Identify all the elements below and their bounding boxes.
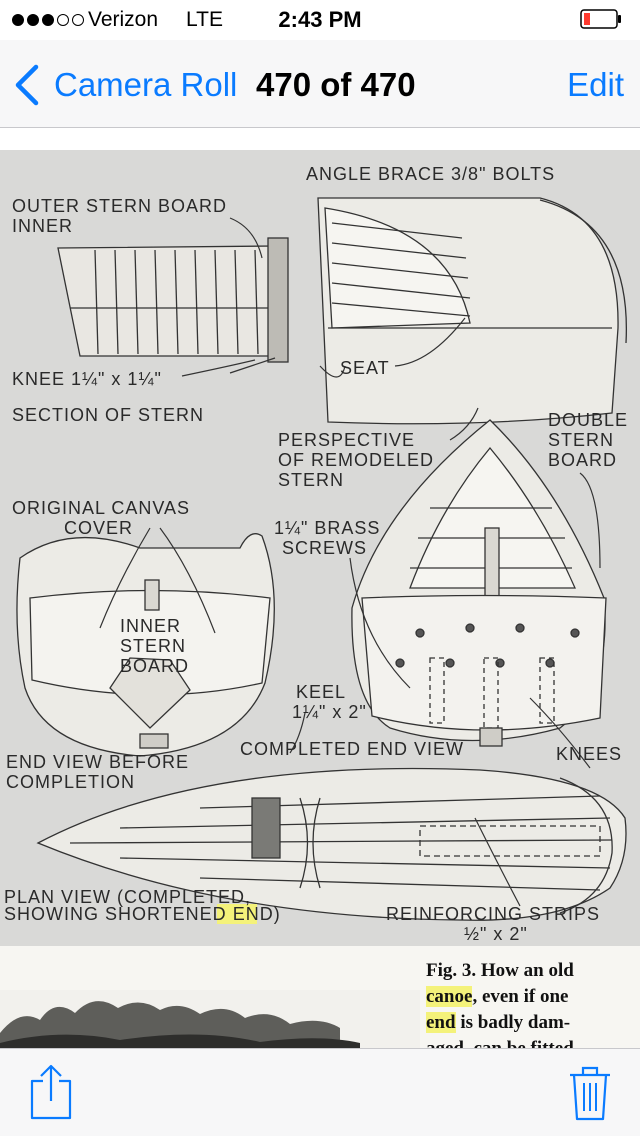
diagram-label-keel-1: KEEL [296, 682, 346, 702]
network-type: LTE [186, 8, 223, 31]
bottom-toolbar [0, 1048, 640, 1136]
diagram-label-original-2: COVER [64, 518, 133, 538]
diagram-label-inner: INNER [12, 216, 73, 236]
diagram-label-reinforcing-2: ½" x 2" [464, 924, 528, 944]
chevron-left-icon [15, 64, 39, 106]
diagram-label-keel-2: 1¼" x 2" [292, 702, 367, 722]
diagram-label-perspective-2: OF REMODELED [278, 450, 434, 470]
diagram-label-reinforcing-1: REINFORCING STRIPS [386, 904, 600, 924]
diagram-label-inner-stern-1: INNER [120, 616, 181, 636]
diagram-label-knees: KNEES [556, 744, 622, 764]
photo-view[interactable]: ANGLE BRACE 3/8" BOLTS OUTER STERN BOARD… [0, 128, 640, 1048]
diagram-label-perspective-3: STERN [278, 470, 344, 490]
diagram-label-section-of-stern: SECTION OF STERN [12, 405, 204, 425]
diagram-label-completed-end-view: COMPLETED END VIEW [240, 739, 464, 759]
clock: 2:43 PM [278, 7, 362, 32]
diagram-label-inner-stern-3: BOARD [120, 656, 189, 676]
diagram-label-brass-1: 1¼" BRASS [274, 518, 380, 538]
figure-caption: Fig. 3. How an old canoe, even if one en… [426, 960, 574, 1048]
diagram-label-double-1: DOUBLE [548, 410, 628, 430]
diagram-label-end-view-2: COMPLETION [6, 772, 135, 792]
diagram-label-original-1: ORIGINAL CANVAS [12, 498, 190, 518]
canoe-diagram-image: ANGLE BRACE 3/8" BOLTS OUTER STERN BOARD… [0, 150, 640, 1048]
share-icon[interactable] [28, 1063, 74, 1121]
diagram-label-double-3: BOARD [548, 450, 617, 470]
back-button-label: Camera Roll [54, 66, 238, 103]
back-button[interactable]: Camera Roll [14, 62, 237, 108]
diagram-label-perspective-1: PERSPECTIVE [278, 430, 415, 450]
diagram-label-knee: KNEE 1¼" x 1¼" [12, 369, 162, 389]
diagram-label-angle-brace: ANGLE BRACE 3/8" BOLTS [306, 164, 555, 184]
diagram-label-double-2: STERN [548, 430, 614, 450]
diagram-label-inner-stern-2: STERN [120, 636, 186, 656]
diagram-label-seat: SEAT [340, 358, 390, 378]
signal-strength-icon [12, 14, 84, 26]
photo-counter-title: 470 of 470 [256, 66, 416, 103]
tree-photo [0, 990, 420, 1048]
carrier-name: Verizon [88, 8, 159, 31]
diagram-label-outer-stern-board: OUTER STERN BOARD [12, 196, 227, 216]
battery-icon [580, 9, 621, 29]
diagram-label-plan-view-1: PLAN VIEW (COMPLETED, [4, 887, 251, 907]
diagram-label-plan-view-2: SHOWING SHORTENED END) [4, 904, 281, 924]
diagram-label-end-view-1: END VIEW BEFORE [6, 752, 189, 772]
navigation-bar: Camera Roll 470 of 470 Edit [0, 40, 640, 128]
status-bar: Verizon LTE 2:43 PM [0, 0, 640, 40]
diagram-label-brass-2: SCREWS [282, 538, 367, 558]
edit-button[interactable]: Edit [567, 66, 624, 103]
trash-icon[interactable] [568, 1065, 612, 1121]
